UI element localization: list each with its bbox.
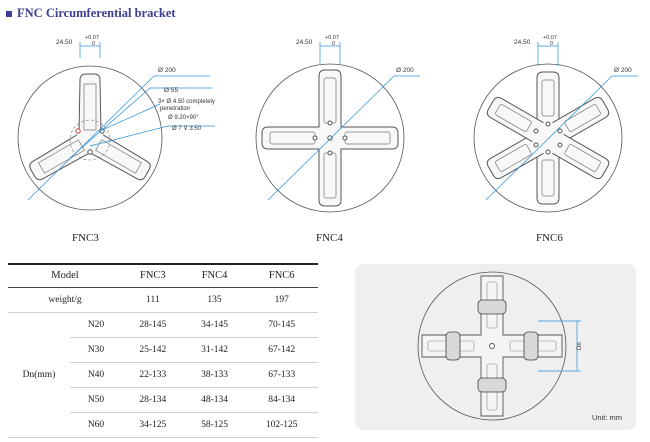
header-fnc6: FNC6: [245, 263, 318, 288]
size-cell: N20: [70, 312, 122, 338]
fnc6-tol-dim: +0.07: [543, 35, 557, 41]
header-fnc3: FNC3: [122, 263, 184, 288]
fnc3-hole-note1: 3× Ø 4.50 completely: [158, 99, 215, 105]
fnc3-caption: FNC3: [72, 232, 99, 244]
heading-text: FNC Circumferential bracket: [17, 6, 176, 20]
table-row: N60 34-125 58-125 102-125: [8, 412, 318, 438]
fnc3-tol-dim: +0.07: [85, 35, 99, 41]
fnc3-hole-note4: Ø 7 ⊽ 3.50: [172, 125, 202, 132]
fnc4-tol-dim: +0.07: [325, 35, 339, 41]
value-cell: 25-142: [122, 337, 184, 363]
fnc3-dia-outer: Ø 200: [158, 67, 176, 74]
fnc4-drawing: 24.50 +0.07 0 Ø 200: [255, 35, 420, 213]
value-cell: 58-125: [183, 412, 246, 438]
fnc4-outer-circle: [255, 63, 405, 213]
fnc3-drawing: 24.50 +0.07 0 Ø 200 Ø 55 3× Ø 4.50 compl…: [17, 35, 215, 211]
value-cell: 28-134: [122, 387, 184, 413]
value-cell: 38-133: [183, 362, 246, 388]
fnc6-caption: FNC6: [536, 232, 563, 244]
size-cell: N50: [70, 387, 122, 413]
weight-fnc6: 197: [245, 287, 318, 313]
size-cell: N40: [70, 362, 122, 388]
fnc6-width-dim: 24.50: [514, 39, 531, 46]
value-cell: 67-142: [245, 337, 318, 363]
fnc3-dia-inner: Ø 55: [164, 87, 178, 94]
size-cell: N30: [70, 337, 122, 363]
dn-group-label: Dn(mm): [8, 312, 70, 438]
value-cell: 22-133: [122, 362, 184, 388]
fnc6-outer-circle: [473, 63, 623, 213]
table-header-row: Model FNC3 FNC4 FNC6: [8, 263, 318, 288]
value-cell: 28-145: [122, 312, 184, 338]
table-row: N50 28-134 48-134 84-134: [8, 387, 318, 413]
spec-table: Model FNC3 FNC4 FNC6 weight/g 111 135 19…: [8, 263, 318, 438]
fnc3-width-dim: 24.50: [56, 39, 73, 46]
unit-label: Unit: mm: [592, 413, 622, 422]
fnc4-tol2-dim: 0: [332, 41, 335, 47]
fnc3-outer-circle: [17, 65, 163, 211]
table-row: Dn(mm) N20 28-145 34-145 70-145: [8, 312, 318, 438]
value-cell: 34-125: [122, 412, 184, 438]
fnc3-tol2-dim: 0: [92, 41, 95, 47]
fnc3-hole-note2: penetration: [160, 106, 190, 112]
value-cell: 31-142: [183, 337, 246, 363]
table-row: N30 25-142 31-142 67-142: [8, 337, 318, 363]
dn-label: Dn: [577, 342, 583, 350]
fnc3-dimension-lines: [27, 42, 215, 201]
size-cell: N60: [70, 412, 122, 438]
value-cell: 70-145: [245, 312, 318, 338]
header-fnc4: FNC4: [183, 263, 246, 288]
table-row-weight: weight/g 111 135 197: [8, 287, 318, 313]
fnc4-caption: FNC4: [316, 232, 343, 244]
section-heading: FNC Circumferential bracket: [6, 6, 176, 21]
value-cell: 102-125: [245, 412, 318, 438]
fnc4-dia-outer: Ø 200: [396, 67, 414, 74]
fnc6-tol2-dim: 0: [550, 41, 553, 47]
fnc3-bracket: [29, 73, 151, 181]
weight-fnc4: 135: [183, 287, 246, 313]
weight-fnc3: 111: [122, 287, 184, 313]
value-cell: 48-134: [183, 387, 246, 413]
assembly-illustration: Dn Unit: mm: [355, 264, 636, 430]
header-model: Model: [8, 263, 122, 288]
assembly-drawing: Dn: [417, 271, 583, 421]
table-row: N40 22-133 38-133 67-133: [8, 362, 318, 388]
fnc4-bracket: [261, 69, 399, 207]
value-cell: 84-134: [245, 387, 318, 413]
value-cell: 34-145: [183, 312, 246, 338]
fnc6-dia-outer: Ø 200: [614, 67, 632, 74]
fnc6-drawing: 24.50 +0.07 0 Ø 200: [473, 35, 638, 213]
fnc4-dimension-lines: [267, 42, 420, 201]
fnc3-hole-note3: Ø 9.20×90°: [168, 115, 199, 121]
fnc4-width-dim: 24.50: [296, 39, 313, 46]
fnc6-bracket: [486, 71, 610, 205]
weight-label: weight/g: [8, 287, 122, 313]
heading-bullet-icon: [6, 10, 12, 17]
fnc6-dimension-lines: [485, 42, 638, 201]
value-cell: 67-133: [245, 362, 318, 388]
